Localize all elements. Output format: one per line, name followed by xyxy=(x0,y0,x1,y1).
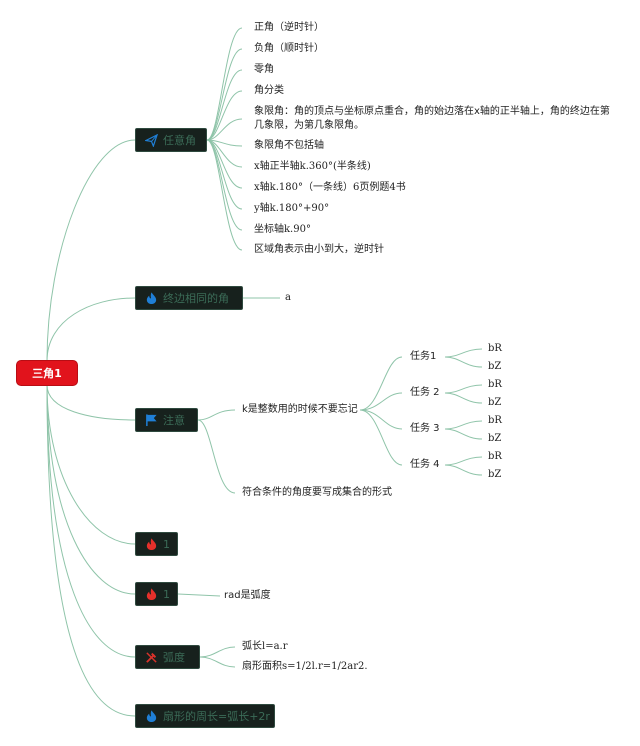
branch-label: 终边相同的角 xyxy=(163,292,229,305)
task-1-leaf-2: bZ xyxy=(488,361,502,372)
flame-icon xyxy=(144,291,158,305)
task-2-leaf-1: bR xyxy=(488,379,502,390)
task-4: 任务 4 xyxy=(410,459,440,470)
branch-node-b5[interactable]: 1 xyxy=(135,582,178,606)
b1-leaf-10: 坐标轴k.90° xyxy=(254,224,311,235)
b6-leaf-2: 扇形面积s=1/2l.r=1/2ar2. xyxy=(242,661,368,672)
task-4-leaf-1: bR xyxy=(488,451,502,462)
task-1-leaf-1: bR xyxy=(488,343,502,354)
link-root-b4 xyxy=(46,384,136,545)
b1-leaf-5: 象限角：角的顶点与坐标原点重合，角的始边落在x轴的正半轴上，角的终边在第几象限，… xyxy=(254,106,610,131)
link-root-b2 xyxy=(46,297,136,362)
link-root-b5 xyxy=(46,384,136,595)
b1-leaf-9: y轴k.180°+90° xyxy=(254,203,330,214)
branch-node-b4[interactable]: 1 xyxy=(135,532,178,556)
b1-leaf-6: 象限角不包括轴 xyxy=(254,140,324,151)
link-root-b3 xyxy=(46,384,136,421)
branch-label: 任意角 xyxy=(163,134,196,147)
branch-node-b1[interactable]: 任意角 xyxy=(135,128,207,152)
link-root-b1 xyxy=(46,139,136,362)
b1-leaf-7: x轴正半轴k.360°(半条线) xyxy=(254,161,371,172)
b1-leaf-8: x轴k.180°（一条线）6页例题4书 xyxy=(254,182,406,193)
branch-node-b6[interactable]: 弧度 xyxy=(135,645,200,669)
b1-leaf-3: 零角 xyxy=(254,64,274,75)
b1-leaf-4: 角分类 xyxy=(254,85,284,96)
branch-label: 1 xyxy=(163,537,170,551)
root-label: 三角1 xyxy=(32,367,62,380)
root-node[interactable]: 三角1 xyxy=(17,361,77,385)
branch-label: 扇形的周长=弧长+2r xyxy=(163,710,270,723)
flag-icon xyxy=(144,413,158,427)
flame-icon xyxy=(144,537,158,551)
b3-set-note: 符合条件的角度要写成集合的形式 xyxy=(242,487,392,498)
branch-label: 1 xyxy=(163,587,170,601)
branch-node-b7[interactable]: 扇形的周长=弧长+2r xyxy=(135,704,275,728)
b6-leaf-1: 弧长l=a.r xyxy=(242,641,288,652)
task-3: 任务 3 xyxy=(410,423,440,434)
link-root-b7 xyxy=(46,384,136,717)
link-root-b6 xyxy=(46,384,136,658)
tools-icon xyxy=(144,650,158,664)
task-2-leaf-2: bZ xyxy=(488,397,502,408)
b1-leaf-2: 负角（顺时针） xyxy=(254,43,324,54)
branch-label: 注意 xyxy=(163,414,185,427)
b1-leaf-11: 区域角表示由小到大，逆时针 xyxy=(254,244,384,255)
task-4-leaf-2: bZ xyxy=(488,469,502,480)
flame-icon xyxy=(144,587,158,601)
flame-icon xyxy=(144,709,158,723)
branch-node-b2[interactable]: 终边相同的角 xyxy=(135,286,243,310)
b5-leaf-1: rad是弧度 xyxy=(224,590,271,601)
task-2: 任务 2 xyxy=(410,387,440,398)
task-3-leaf-2: bZ xyxy=(488,433,502,444)
paper-plane-icon xyxy=(144,133,158,147)
b2-leaf-1: a xyxy=(285,292,291,303)
task-1: 任务1 xyxy=(410,351,437,362)
b3-k-note: k是整数用的时候不要忘记 xyxy=(242,404,358,415)
task-3-leaf-1: bR xyxy=(488,415,502,426)
branch-label: 弧度 xyxy=(163,651,185,664)
branch-node-b3[interactable]: 注意 xyxy=(135,408,198,432)
b1-leaf-1: 正角（逆时针） xyxy=(254,22,324,33)
